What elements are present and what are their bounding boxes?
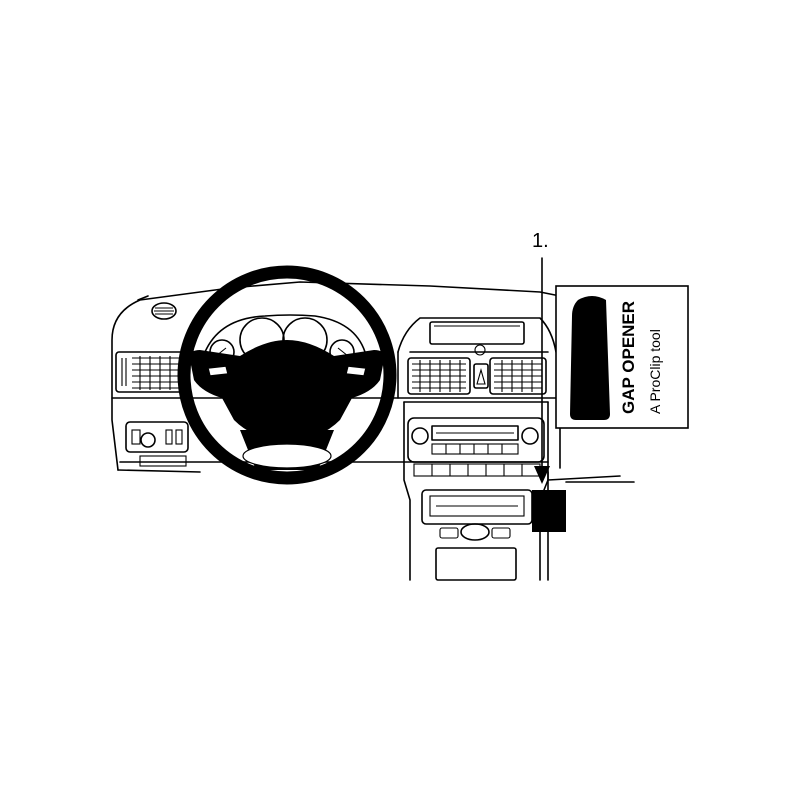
step-arrow: [534, 257, 550, 484]
brand-logo: [151, 302, 177, 320]
bracket-guide-line: [547, 475, 621, 481]
center-console: [397, 317, 557, 581]
tool-title: GAP OPENER: [619, 301, 638, 414]
light-switch-panel: [125, 421, 189, 467]
left-air-vent: [115, 351, 187, 393]
tool-subtitle: A ProClip tool: [647, 329, 663, 414]
tool-callout-box: GAP OPENER A ProClip tool: [555, 285, 689, 429]
steering-wheel: [177, 265, 397, 485]
step-number: 1.: [532, 230, 549, 252]
mounting-bracket: [532, 490, 566, 532]
gap-opener-tool-icon: [570, 296, 610, 420]
